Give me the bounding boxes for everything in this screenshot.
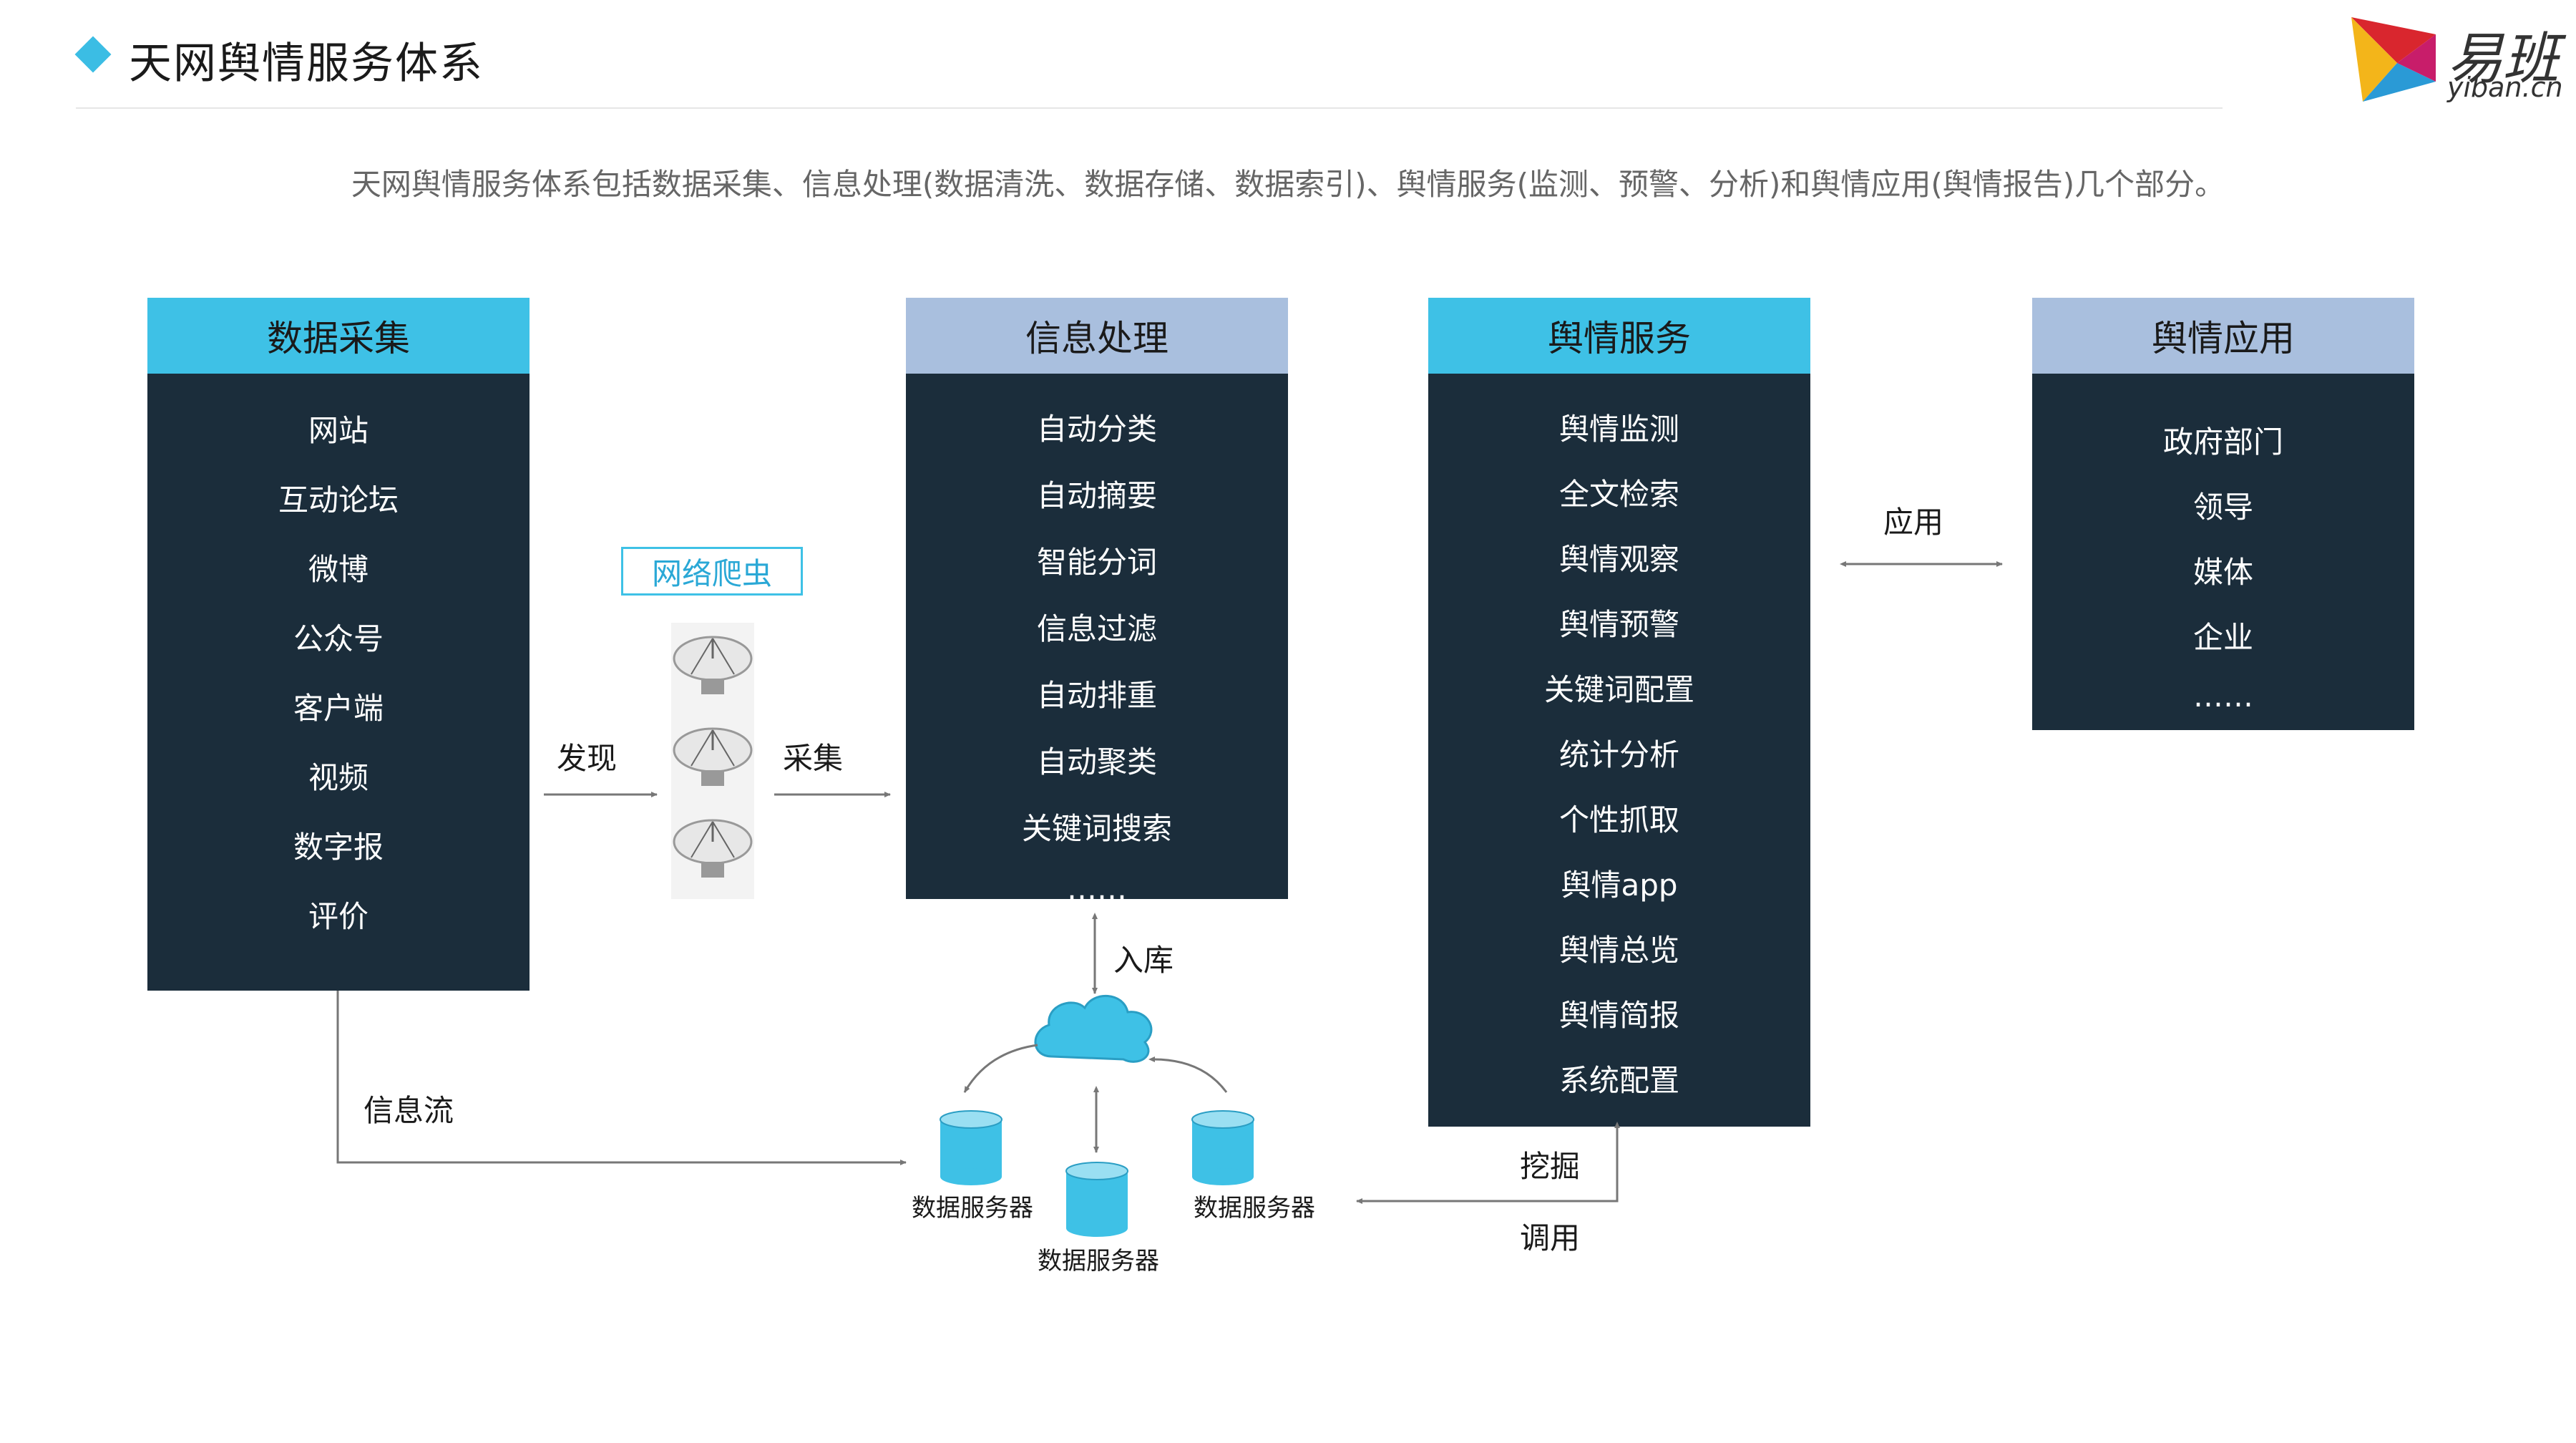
list-item: 舆情预警 xyxy=(1558,607,1679,642)
apply-label: 应用 xyxy=(1883,505,1944,540)
list-item: 关键词配置 xyxy=(1543,672,1694,707)
info-flow-label: 信息流 xyxy=(364,1093,454,1128)
list-item: 企业 xyxy=(2192,620,2253,655)
list-item: 舆情观察 xyxy=(1558,542,1679,577)
invoke-label: 调用 xyxy=(1520,1220,1581,1255)
list-item: 智能分词 xyxy=(1036,545,1157,580)
discover-label: 发现 xyxy=(557,741,618,776)
column-title: 信息处理 xyxy=(906,298,1288,374)
list-item: 全文检索 xyxy=(1558,477,1679,512)
store-label: 入库 xyxy=(1113,943,1174,978)
server-label: 数据服务器 xyxy=(1194,1194,1315,1223)
database-icon xyxy=(940,1110,1002,1185)
list-item: 信息过滤 xyxy=(1036,611,1157,646)
list-item: 自动分类 xyxy=(1036,412,1157,447)
list-item: 数字报 xyxy=(293,830,384,865)
arrow-mine-invoke xyxy=(1356,1122,1620,1204)
page-title: 天网舆情服务体系 xyxy=(129,39,484,89)
list-item: 系统配置 xyxy=(1558,1063,1679,1098)
list-item: …… xyxy=(1067,871,1127,906)
column-opinion-service: 舆情服务 舆情监测 全文检索 舆情观察 舆情预警 关键词配置 统计分析 个性抓取… xyxy=(1428,298,1810,1157)
list-item: 视频 xyxy=(308,760,369,795)
list-item: 网站 xyxy=(308,413,369,448)
list-item: 领导 xyxy=(2192,490,2253,525)
satellite-dish-icon xyxy=(671,623,754,899)
list-item: 自动聚类 xyxy=(1036,744,1157,779)
list-item: 舆情app xyxy=(1561,868,1678,903)
server-label: 数据服务器 xyxy=(1038,1247,1159,1276)
column-title: 舆情应用 xyxy=(2032,298,2414,374)
column-opinion-application: 舆情应用 政府部门 领导 媒体 企业 …… xyxy=(2032,298,2414,730)
logo-text: 易班 xyxy=(2447,27,2560,92)
list-item: 关键词搜索 xyxy=(1021,811,1172,846)
column-title: 舆情服务 xyxy=(1428,298,1810,374)
list-item: 舆情简报 xyxy=(1558,998,1679,1033)
column-data-collection: 数据采集 网站 互动论坛 微博 公众号 客户端 视频 数字报 评价 xyxy=(147,298,530,991)
mine-label: 挖掘 xyxy=(1520,1149,1581,1184)
arrow-info-flow xyxy=(336,991,907,1165)
collect-label: 采集 xyxy=(783,741,844,776)
yiban-logo-icon xyxy=(2351,17,2436,102)
list-item: 媒体 xyxy=(2192,555,2253,590)
title-divider xyxy=(76,107,2223,109)
arrow-cloud-left xyxy=(963,1044,1038,1093)
list-item: 客户端 xyxy=(293,691,384,726)
list-item: 政府部门 xyxy=(2162,424,2283,460)
list-item: 舆情总览 xyxy=(1558,933,1679,968)
list-item: 个性抓取 xyxy=(1558,802,1679,837)
list-item: 自动排重 xyxy=(1036,678,1157,713)
database-icon xyxy=(1065,1162,1128,1237)
arrow-cloud-right xyxy=(1148,1056,1228,1093)
column-title: 数据采集 xyxy=(147,298,530,374)
database-icon xyxy=(1191,1110,1254,1185)
list-item: 统计分析 xyxy=(1558,737,1679,772)
list-item: 公众号 xyxy=(293,621,384,656)
list-item: 评价 xyxy=(308,899,369,934)
list-item: …… xyxy=(2193,679,2253,714)
list-item: 舆情监测 xyxy=(1558,412,1679,447)
crawler-label: 网络爬虫 xyxy=(621,547,803,596)
list-item: 微博 xyxy=(308,552,369,587)
server-label: 数据服务器 xyxy=(912,1194,1033,1223)
page-subtitle: 天网舆情服务体系包括数据采集、信息处理(数据清洗、数据存储、数据索引)、舆情服务… xyxy=(351,167,2225,202)
logo-subtext: yiban.cn xyxy=(2447,72,2563,103)
list-item: 自动摘要 xyxy=(1036,478,1157,513)
cloud-icon xyxy=(1034,995,1153,1063)
list-item: 互动论坛 xyxy=(278,482,399,518)
column-info-processing: 信息处理 自动分类 自动摘要 智能分词 信息过滤 自动排重 自动聚类 关键词搜索… xyxy=(906,298,1288,906)
